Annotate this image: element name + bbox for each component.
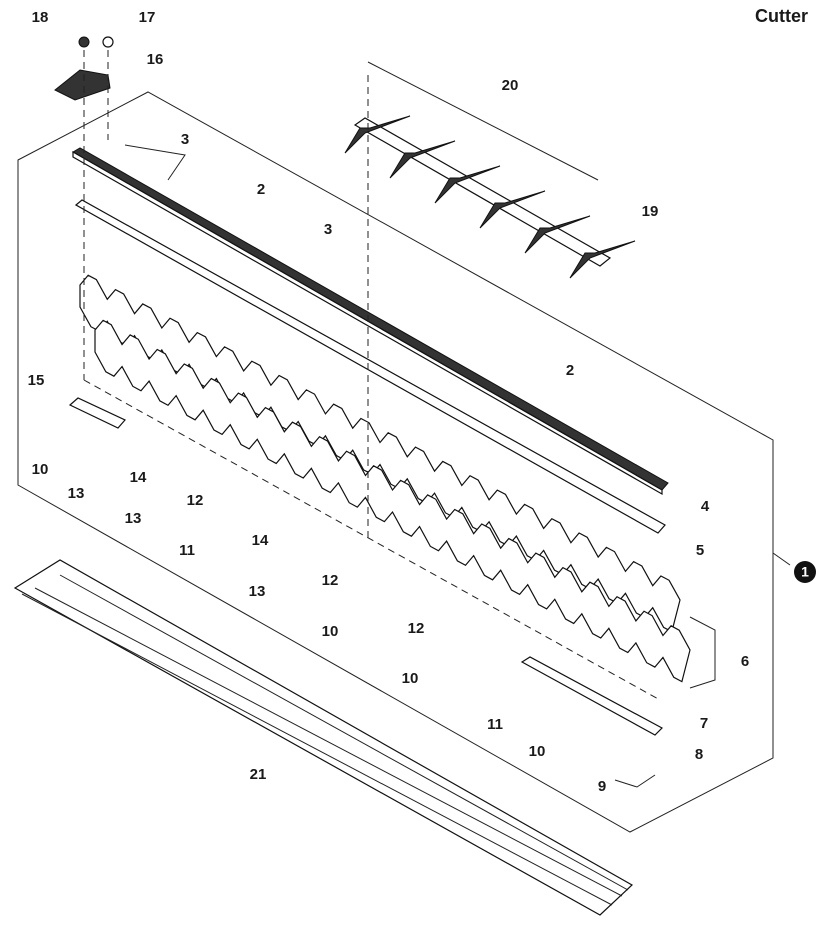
diagram-title: Cutter — [755, 6, 808, 26]
cutter-blade — [79, 274, 681, 633]
callout-10: 10 — [402, 670, 419, 687]
callout-9: 9 — [598, 778, 606, 795]
blade-finger — [389, 140, 456, 179]
callout-15: 15 — [28, 372, 45, 389]
part-16-bracket — [54, 69, 111, 101]
assembly-boundary — [17, 91, 774, 833]
part-21-blade-cover — [13, 559, 634, 916]
blade-finger — [569, 240, 636, 279]
callout-16: 16 — [147, 51, 164, 68]
callout-21: 21 — [250, 766, 267, 783]
callout-10: 10 — [32, 461, 49, 478]
callout-11: 11 — [179, 542, 195, 559]
callout-7: 7 — [700, 715, 708, 732]
leader-9 — [614, 774, 656, 788]
part-6-cutter-blades — [79, 274, 691, 683]
callout-4: 4 — [701, 498, 710, 515]
callout-18: 18 — [32, 9, 49, 26]
blade-finger — [524, 215, 591, 254]
leader-3 — [124, 144, 186, 181]
part-18-nut — [78, 36, 90, 48]
callout-6: 6 — [741, 653, 749, 670]
callout-12: 12 — [408, 620, 425, 637]
part-5-guide-strip — [74, 199, 666, 534]
callout-13: 13 — [68, 485, 85, 502]
assembly-number-badge — [794, 561, 816, 583]
blade-finger — [479, 190, 546, 229]
blade-finger — [434, 165, 501, 204]
callout-14: 14 — [252, 532, 269, 549]
assembly-leader — [772, 552, 791, 566]
callout-3: 3 — [324, 221, 332, 238]
callout-11: 11 — [487, 716, 503, 733]
callout-2: 2 — [566, 362, 574, 379]
callout-17: 17 — [139, 9, 156, 26]
cutter-blade — [94, 319, 691, 683]
callout-2: 2 — [257, 181, 265, 198]
callout-10: 10 — [529, 743, 546, 760]
part-15-plate — [68, 397, 126, 429]
callout-20: 20 — [502, 77, 519, 94]
callout-13: 13 — [249, 583, 266, 600]
part-8-plate — [520, 656, 663, 736]
alignment-line — [83, 379, 661, 701]
assembly-number: 1 — [801, 564, 809, 580]
part-17-bolt — [102, 36, 114, 48]
part-4-upper-guide-bar — [71, 147, 669, 496]
callout-8: 8 — [695, 746, 703, 763]
callout-13: 13 — [125, 510, 142, 527]
callout-3: 3 — [181, 131, 189, 148]
callout-10: 10 — [322, 623, 339, 640]
callout-5: 5 — [696, 542, 704, 559]
callout-12: 12 — [322, 572, 339, 589]
callout-14: 14 — [130, 469, 147, 486]
leader-line — [367, 61, 599, 181]
callout-19: 19 — [642, 203, 659, 220]
callout-12: 12 — [187, 492, 204, 509]
part-19-blade-assembly — [344, 115, 636, 279]
leader-6 — [689, 616, 716, 689]
